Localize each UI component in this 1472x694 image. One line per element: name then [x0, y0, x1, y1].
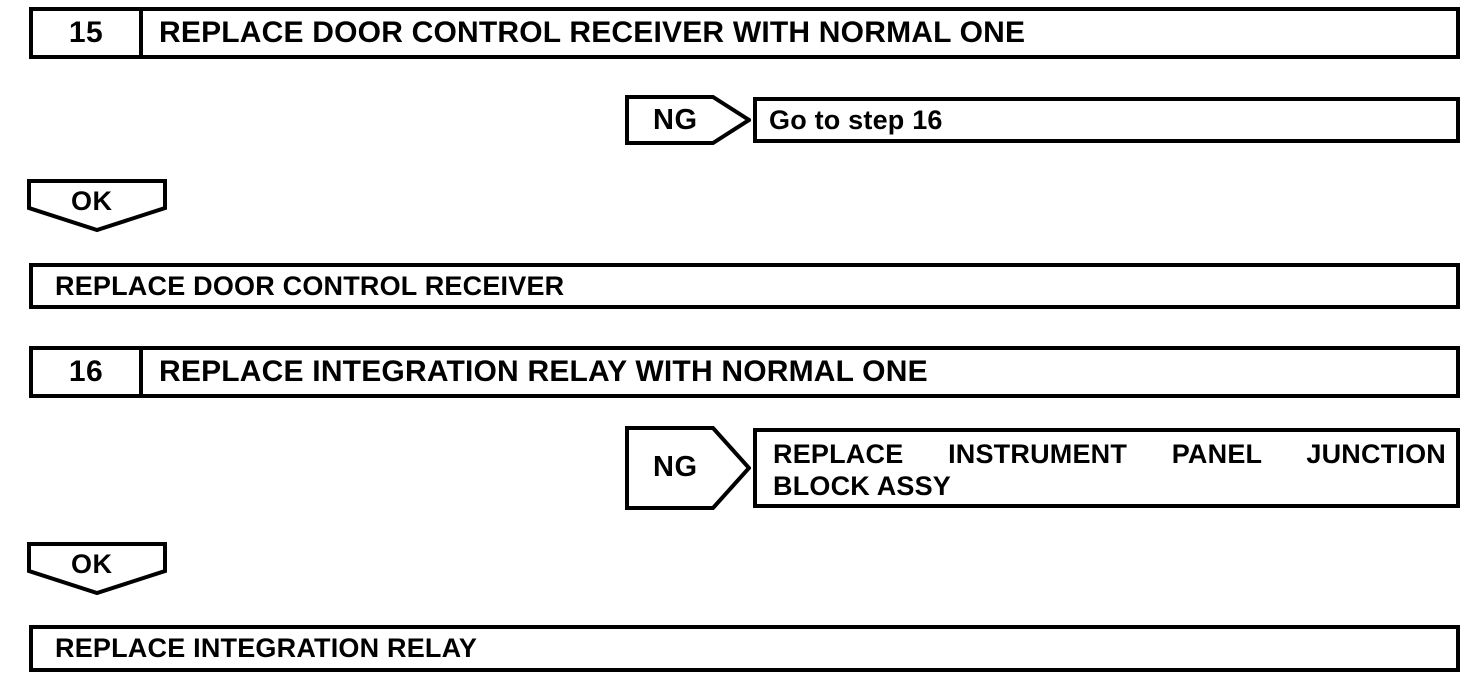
ng-connector-15: NG	[625, 95, 751, 145]
ok-connector-15: OK	[27, 179, 167, 233]
ng-result-text-15: Go to step 16	[769, 104, 943, 135]
step-number-16: 16	[33, 350, 143, 394]
ok-result-box-15[interactable]: REPLACE DOOR CONTROL RECEIVER	[29, 263, 1460, 309]
ok-result-box-16[interactable]: REPLACE INTEGRATION RELAY	[29, 625, 1460, 672]
ok-pentagon-icon	[27, 179, 167, 233]
step-header-15[interactable]: 15 REPLACE DOOR CONTROL RECEIVER WITH NO…	[29, 7, 1460, 59]
step-title-16: REPLACE INTEGRATION RELAY WITH NORMAL ON…	[159, 355, 928, 388]
step-header-16[interactable]: 16 REPLACE INTEGRATION RELAY WITH NORMAL…	[29, 346, 1460, 398]
ng-result-box-16[interactable]: REPLACE INSTRUMENT PANEL JUNCTION BLOCK …	[753, 428, 1460, 508]
step-title-15: REPLACE DOOR CONTROL RECEIVER WITH NORMA…	[159, 16, 1026, 49]
ng-pentagon-icon	[625, 95, 751, 145]
ng-result-text-16-line1: REPLACE INSTRUMENT PANEL JUNCTION	[773, 439, 1446, 469]
ok-connector-16: OK	[27, 542, 167, 596]
ok-pentagon-icon	[27, 542, 167, 596]
step-number-15: 15	[33, 11, 143, 55]
ok-result-text-15: REPLACE DOOR CONTROL RECEIVER	[55, 270, 565, 301]
ng-connector-16: NG	[625, 426, 751, 510]
ok-result-text-16: REPLACE INTEGRATION RELAY	[55, 633, 478, 663]
ng-result-text-16-line2: BLOCK ASSY	[773, 471, 952, 501]
ng-result-box-15[interactable]: Go to step 16	[753, 97, 1460, 143]
ng-pentagon-icon	[625, 426, 751, 510]
